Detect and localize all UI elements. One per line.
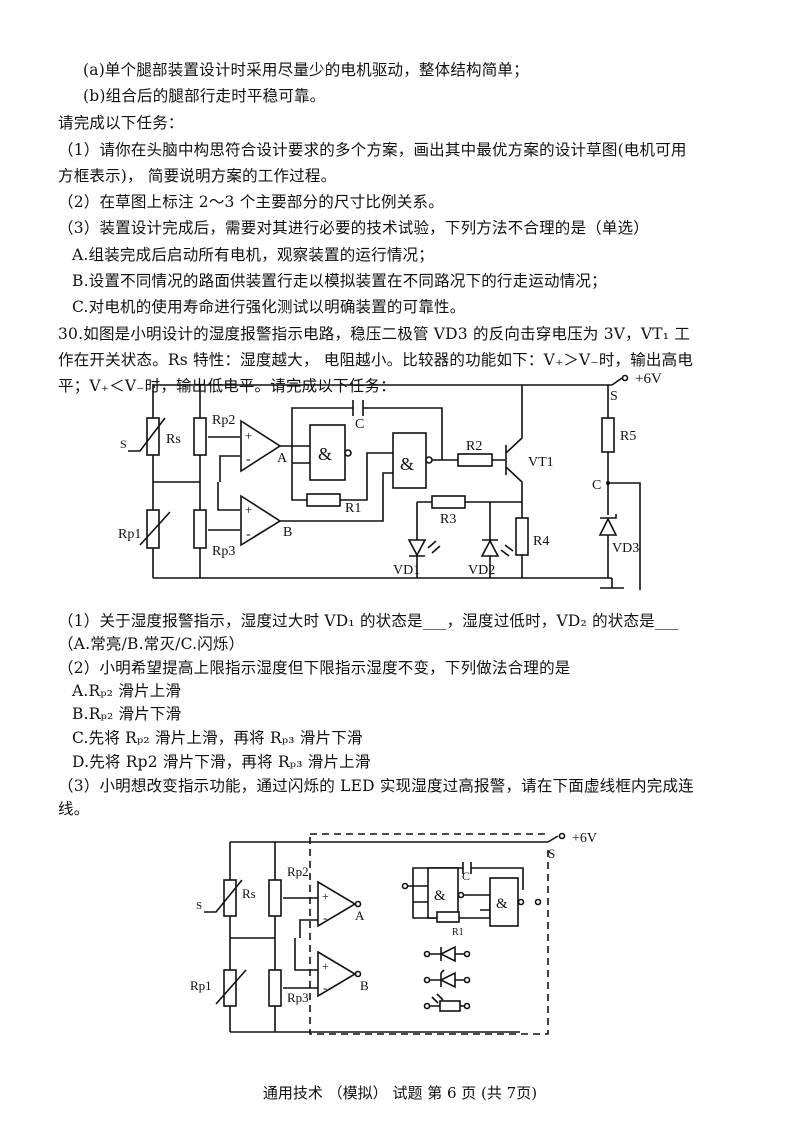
text-line: 作在开关状态。Rs 特性：湿度越大， 电阻越小。比较器的功能如下：V₊＞V₋时，… xyxy=(58,351,694,369)
text-line: （3）装置设计完成后，需要对其进行必要的技术试验，下列方法不合理的是（单选） xyxy=(58,219,649,237)
svg-text:A: A xyxy=(355,908,365,923)
text-line: (a)单个腿部装置设计时采用尽量少的电机驱动，整体结构简单； xyxy=(83,61,529,79)
svg-text:VD3: VD3 xyxy=(612,541,639,556)
svg-text:&: & xyxy=(400,454,414,474)
svg-text:&: & xyxy=(496,896,508,912)
option-a: A.Rₚ₂ 滑片上滑 xyxy=(72,682,182,700)
svg-text:Rp3: Rp3 xyxy=(212,544,235,559)
svg-text:Rs: Rs xyxy=(242,886,256,901)
svg-text:+: + xyxy=(245,502,252,517)
svg-text:Rp1: Rp1 xyxy=(190,978,212,993)
svg-text:C: C xyxy=(462,869,470,883)
svg-text:R1: R1 xyxy=(345,501,361,516)
svg-text:R5: R5 xyxy=(620,429,636,444)
option-c: C.对电机的使用寿命进行强化测试以明确装置的可靠性。 xyxy=(72,298,466,316)
svg-text:+: + xyxy=(245,428,252,443)
text-line: （3）小明想改变指示功能，通过闪烁的 LED 实现湿度过高报警，请在下面虚线框内… xyxy=(58,777,694,795)
svg-text:C: C xyxy=(592,478,601,493)
svg-text:S: S xyxy=(196,900,202,912)
circuit-diagram-1: +6V S S Rs Rp1 Rp2 Rp3 + - + - A B C R1 & &… xyxy=(118,371,662,590)
svg-text:R1: R1 xyxy=(452,927,464,938)
svg-text:+: + xyxy=(322,959,329,973)
text-line: (b)组合后的腿部行走时平稳可靠。 xyxy=(83,87,326,105)
svg-text:-: - xyxy=(323,980,327,995)
text-line: （1）关于湿度报警指示，湿度过大时 VD₁ 的状态是___，湿度过低时，VD₂ … xyxy=(58,612,679,630)
svg-text:B: B xyxy=(283,525,292,540)
text-line: （2）在草图上标注 2～3 个主要部分的尺寸比例关系。 xyxy=(58,193,444,211)
svg-text:-: - xyxy=(246,527,251,542)
svg-text:Rp2: Rp2 xyxy=(287,864,309,879)
text-line: 线。 xyxy=(58,800,90,818)
svg-text:-: - xyxy=(246,452,251,467)
svg-text:S: S xyxy=(548,846,555,861)
svg-text:R3: R3 xyxy=(440,512,456,527)
svg-text:S: S xyxy=(610,389,618,404)
svg-text:+6V: +6V xyxy=(635,371,662,387)
svg-text:C: C xyxy=(355,417,364,432)
text-line: （1）请你在头脑中构思符合设计要求的多个方案，画出其中最优方案的设计草图(电机可… xyxy=(58,141,687,159)
text-line: 请完成以下任务： xyxy=(58,114,184,132)
svg-text:Rp2: Rp2 xyxy=(212,413,235,428)
text-line: （A.常亮/B.常灭/C.闪烁） xyxy=(58,635,245,653)
svg-text:VD2: VD2 xyxy=(468,563,495,578)
svg-text:+: + xyxy=(322,889,329,903)
page-footer: 通用技术 （模拟） 试题 第 6 页 (共 7页) xyxy=(262,1084,538,1102)
text-line: 平；V₊＜V₋时，输出低电平。请完成以下任务： xyxy=(58,377,396,395)
svg-text:B: B xyxy=(360,978,369,993)
svg-text:A: A xyxy=(277,451,288,466)
text-line: 方框表示)， 简要说明方案的工作过程。 xyxy=(58,167,337,185)
option-c: C.先将 Rₚ₂ 滑片上滑，再将 Rₚ₃ 滑片下滑 xyxy=(72,729,363,747)
svg-text:Rp1: Rp1 xyxy=(118,527,141,542)
option-d: D.先将 Rp2 滑片下滑，再将 Rₚ₃ 滑片上滑 xyxy=(72,753,371,771)
svg-text:VD1: VD1 xyxy=(393,563,420,578)
svg-text:Rs: Rs xyxy=(166,432,181,447)
svg-text:&: & xyxy=(318,444,332,464)
text-line: （2）小明希望提高上限指示湿度但下限指示湿度不变，下列做法合理的是 xyxy=(58,659,571,677)
svg-text:+6V: +6V xyxy=(572,831,597,846)
text-line: 30.如图是小明设计的湿度报警指示电路，稳压二极管 VD3 的反向击穿电压为 3… xyxy=(58,325,691,343)
svg-text:R2: R2 xyxy=(466,439,482,454)
svg-text:-: - xyxy=(323,910,327,925)
svg-text:&: & xyxy=(434,888,446,904)
svg-text:VT1: VT1 xyxy=(528,455,554,470)
svg-text:S: S xyxy=(120,437,127,451)
option-b: B.设置不同情况的路面供装置行走以模拟装置在不同路况下的行走运动情况； xyxy=(72,272,607,290)
option-b: B.Rₚ₂ 滑片下滑 xyxy=(72,705,182,723)
svg-text:R4: R4 xyxy=(533,534,549,549)
svg-text:Rp3: Rp3 xyxy=(287,990,309,1005)
option-a: A.组装完成后启动所有电机，观察装置的运行情况； xyxy=(72,246,434,264)
